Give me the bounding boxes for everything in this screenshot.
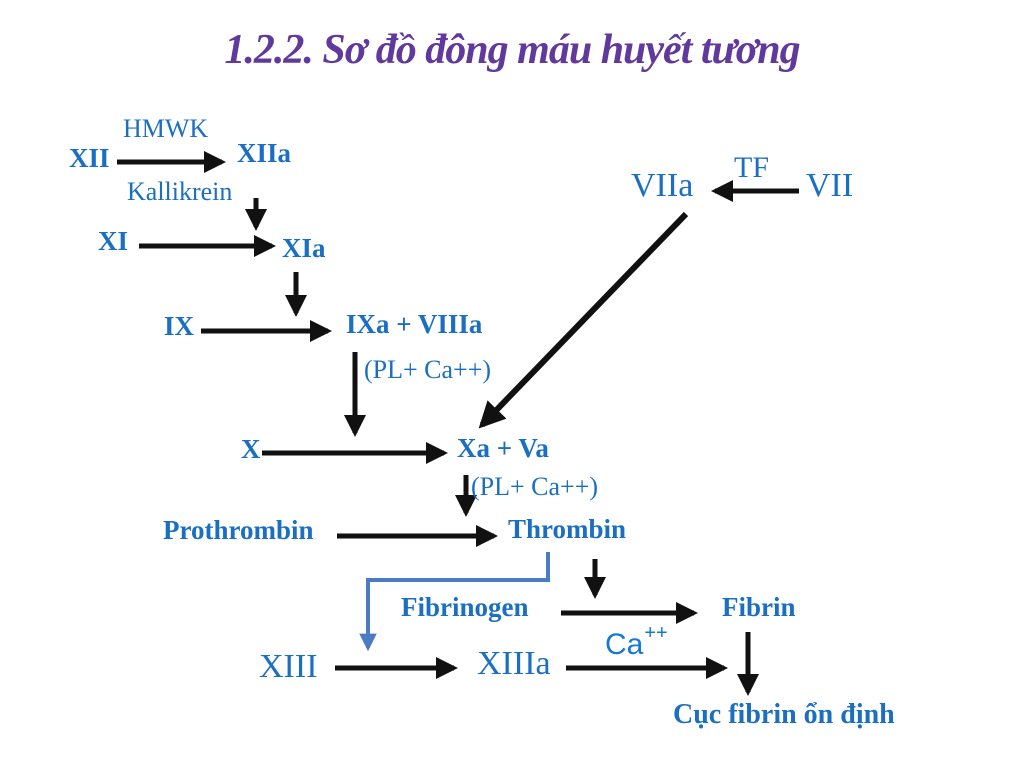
label-pl-ca-1: (PL+ Ca++) bbox=[364, 355, 492, 384]
ca-base: Ca bbox=[605, 628, 644, 661]
node-vii: VII bbox=[806, 167, 854, 204]
node-viia: VIIa bbox=[631, 167, 694, 204]
slide-title: 1.2.2. Sơ đồ đông máu huyết tương bbox=[224, 27, 800, 73]
node-xia: XIa bbox=[282, 233, 326, 263]
node-kallikrein: Kallikrein bbox=[127, 177, 233, 206]
node-hmwk: HMWK bbox=[123, 114, 209, 143]
node-x: X bbox=[241, 434, 261, 464]
node-xiii: XIII bbox=[259, 648, 318, 685]
node-thrombin: Thrombin bbox=[508, 514, 627, 544]
node-ixa-viiia: IXa + VIIIa bbox=[346, 309, 483, 339]
arrow-thrombin-feedback-to-xiii bbox=[359, 552, 550, 652]
node-fibrinogen: Fibrinogen bbox=[401, 592, 529, 622]
node-xa-va: Xa + Va bbox=[457, 433, 549, 463]
node-ix: IX bbox=[164, 311, 195, 341]
label-ca-cofactor: Ca++ bbox=[605, 622, 668, 662]
node-fibrin: Fibrin bbox=[722, 592, 796, 622]
node-stable-fibrin-clot: Cục fibrin ổn định bbox=[673, 699, 895, 730]
label-pl-ca-2: (PL+ Ca++) bbox=[471, 472, 599, 501]
ca-superscript: ++ bbox=[644, 622, 668, 644]
node-xiia: XIIa bbox=[237, 138, 292, 168]
node-xiiia: XIIIa bbox=[477, 645, 551, 682]
arrow-viia-diagonal-to-xa bbox=[478, 211, 689, 429]
label-tf: TF bbox=[734, 151, 770, 184]
node-xii: XII bbox=[69, 143, 110, 173]
node-prothrombin: Prothrombin bbox=[163, 515, 314, 545]
node-xi: XI bbox=[98, 226, 129, 256]
